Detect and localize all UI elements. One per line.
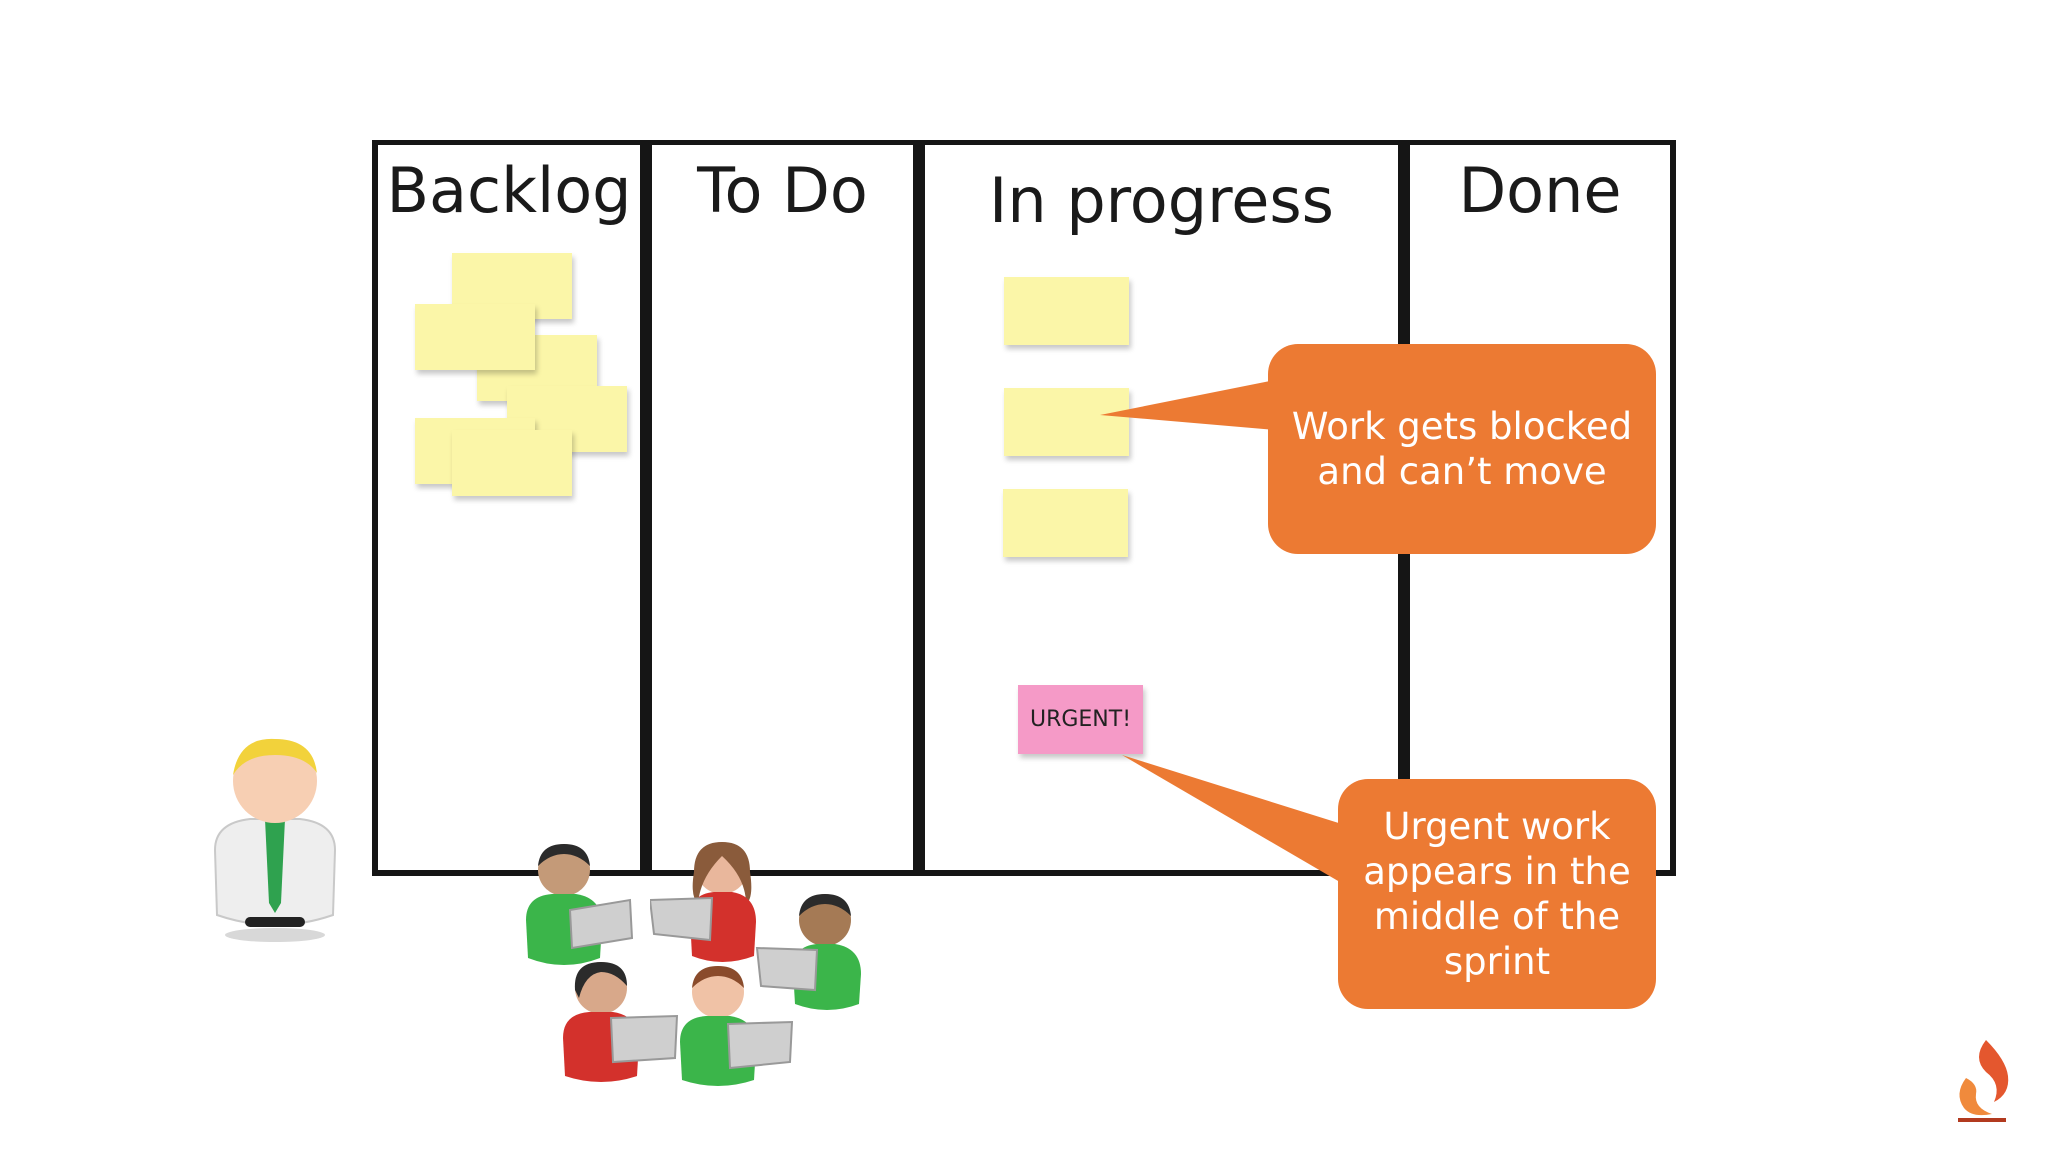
team-member-icon xyxy=(650,842,756,962)
board-bottom-border xyxy=(372,870,1676,876)
team-member-icon xyxy=(755,894,861,1010)
column-title-todo: To Do xyxy=(697,154,868,227)
team-member-icon xyxy=(526,844,634,965)
divider-todo-inprogress xyxy=(913,140,925,876)
backlog-sticky-note xyxy=(452,430,572,496)
column-title-in-progress: In progress xyxy=(989,164,1334,237)
blocked-callout-text: Work gets blocked and can’t move xyxy=(1291,405,1633,493)
in-progress-sticky-note xyxy=(1003,489,1128,557)
board-left-border xyxy=(372,140,378,876)
in-progress-sticky-note-blocked xyxy=(1004,388,1129,456)
manager-figure-icon xyxy=(213,738,337,942)
divider-backlog-todo xyxy=(640,140,652,876)
brand-logo-icon xyxy=(1958,1040,2009,1122)
team-member-icon xyxy=(563,962,679,1082)
team-member-icon xyxy=(680,966,794,1086)
in-progress-sticky-note xyxy=(1004,277,1129,345)
board-top-border xyxy=(372,140,1676,145)
backlog-sticky-note xyxy=(415,304,535,370)
urgent-sticky-note: URGENT! xyxy=(1018,685,1143,754)
board-right-border xyxy=(1670,140,1676,876)
column-title-backlog: Backlog xyxy=(386,154,632,227)
urgent-callout-text: Urgent work appears in the middle of the… xyxy=(1363,805,1631,983)
column-title-done: Done xyxy=(1458,154,1622,227)
